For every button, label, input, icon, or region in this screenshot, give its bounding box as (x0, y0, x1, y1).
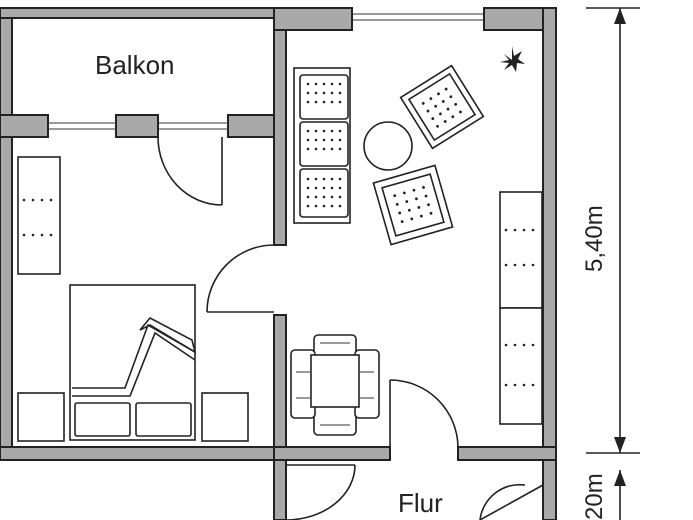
wall-interior-lower (273, 314, 287, 461)
nightstand-left (17, 392, 65, 442)
sideboard-upper (499, 191, 543, 309)
nightstand-right (201, 392, 249, 442)
bedroom-furniture (17, 156, 249, 442)
wall-right (542, 7, 557, 520)
room-label-balcony: Balkon (95, 50, 175, 80)
armchair-bottom (372, 164, 454, 246)
walls (0, 7, 557, 520)
wall-left (0, 7, 13, 461)
dimension-lines (586, 7, 640, 520)
dimension-label-height: 5,40m (581, 205, 608, 272)
living-furniture (290, 46, 543, 436)
wall-hall-left (273, 459, 287, 520)
armchair-top (399, 64, 485, 150)
wall-bottom-mid (273, 446, 391, 461)
dining-set (290, 334, 380, 436)
wall-bottom-left (0, 446, 287, 461)
windows (48, 8, 485, 130)
plant-icon (500, 46, 525, 72)
wardrobe (17, 156, 61, 275)
wall-top-balcony (0, 7, 285, 19)
wall-interior-upper (273, 29, 287, 246)
dimension-label-lower: 20m (581, 473, 608, 520)
round-table (363, 121, 413, 171)
room-label-hall: Flur (398, 488, 443, 518)
wall-balcony-bedroom-mid (115, 114, 159, 138)
wall-top-left-pier (273, 7, 353, 31)
sideboard-lower (499, 307, 543, 425)
dining-table (310, 354, 360, 408)
doors (157, 136, 544, 520)
wall-balcony-bedroom-left (0, 114, 49, 138)
wall-bottom-right (457, 446, 557, 461)
